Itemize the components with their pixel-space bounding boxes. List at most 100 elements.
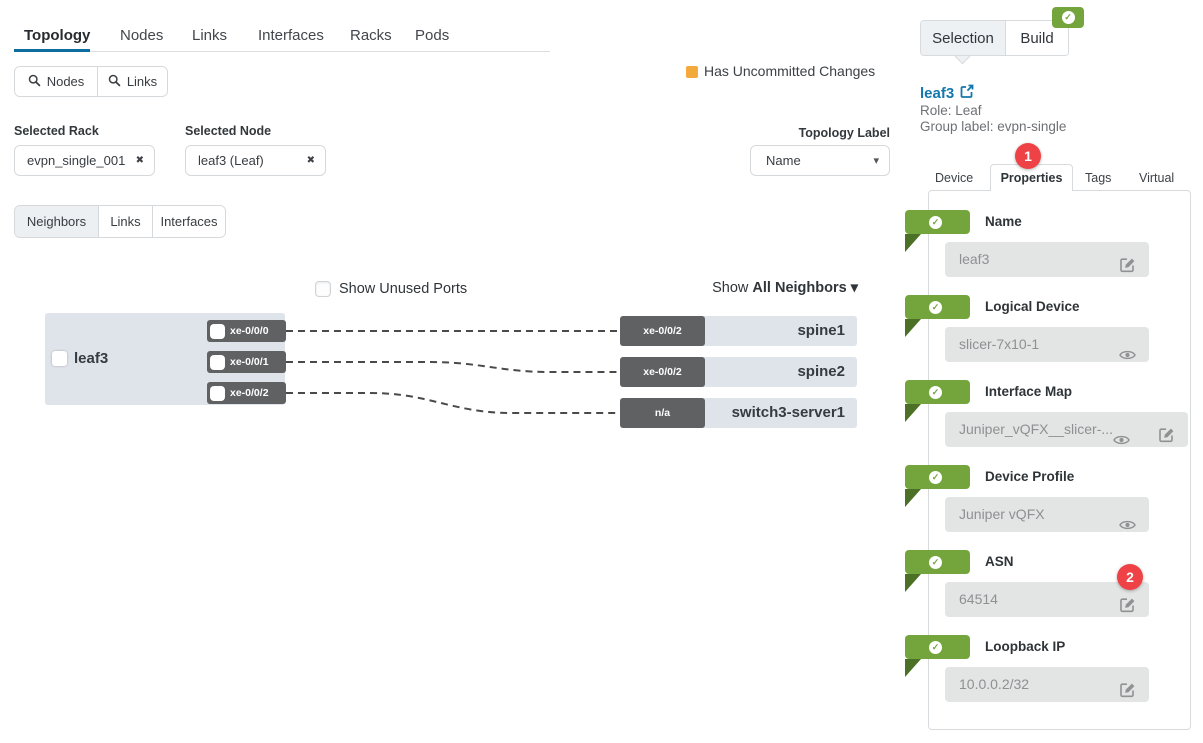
eye-icon[interactable] [1119, 509, 1136, 530]
neighbor-name: spine1 [797, 322, 845, 339]
selected-rack-input[interactable]: evpn_single_001 ✖ [14, 145, 155, 176]
loopback-ip-field[interactable]: 10.0.0.2/32 [945, 667, 1149, 702]
ribbon-fold [905, 659, 921, 677]
port-checkbox[interactable] [210, 385, 225, 401]
port-checkbox[interactable] [210, 323, 225, 339]
properties-panel [928, 190, 1191, 730]
search-links-button[interactable]: Links [97, 67, 167, 96]
asn-field[interactable]: 64514 [945, 582, 1149, 617]
edit-icon[interactable] [1119, 676, 1136, 698]
neighbor-row-spine2[interactable]: xe-0/0/2 spine2 [620, 357, 857, 387]
check-icon: ✓ [929, 215, 942, 229]
tab-topology[interactable]: Topology [24, 27, 91, 44]
node-leaf3-checkbox[interactable] [52, 351, 67, 366]
panel-tab-group: Selection Build [920, 20, 1069, 56]
neighbor-name: switch3-server1 [731, 404, 845, 421]
tab-interfaces[interactable]: Interfaces [258, 27, 324, 44]
eye-icon[interactable] [1113, 424, 1130, 445]
port-xe-0-0-0[interactable]: xe-0/0/0 [207, 320, 286, 342]
topology-label-label: Topology Label [798, 126, 890, 140]
ribbon-fold [905, 404, 921, 422]
neighbor-port-pill: n/a [620, 398, 705, 428]
view-tab-neighbors-label: Neighbors [26, 214, 87, 229]
tab-nodes[interactable]: Nodes [120, 27, 164, 44]
search-icon [108, 74, 121, 90]
tabbar-divider [14, 51, 550, 52]
port-label: xe-0/0/2 [230, 387, 269, 399]
tab-tags[interactable]: Tags [1085, 171, 1112, 185]
name-field[interactable]: leaf3 [945, 242, 1149, 277]
view-tab-neighbors[interactable]: Neighbors [15, 206, 98, 237]
property-label: Device Profile [985, 469, 1075, 484]
neighbor-name: spine2 [797, 363, 845, 380]
uncommitted-changes-swatch [686, 66, 698, 78]
tab-device[interactable]: Device [935, 171, 974, 185]
view-tab-links-label: Links [110, 214, 141, 229]
name-value: leaf3 [959, 251, 990, 267]
port-xe-0-0-1[interactable]: xe-0/0/1 [207, 351, 286, 373]
ribbon-fold [905, 319, 921, 337]
edit-icon[interactable] [1158, 421, 1175, 443]
logical-device-value: slicer-7x10-1 [959, 336, 1040, 352]
search-icon [28, 74, 41, 90]
tab-pods[interactable]: Pods [415, 27, 450, 44]
port-xe-0-0-2[interactable]: xe-0/0/2 [207, 382, 286, 404]
edit-icon[interactable] [1119, 251, 1136, 273]
show-prefix: Show [712, 280, 749, 296]
property-label: Loopback IP [985, 639, 1066, 654]
validation-ribbon: ✓ [905, 465, 970, 489]
tab-racks[interactable]: Racks [350, 27, 392, 44]
tab-selection[interactable]: Selection [921, 21, 1006, 55]
tab-links[interactable]: Links [192, 27, 228, 44]
ribbon-fold [905, 574, 921, 592]
clear-rack-icon[interactable]: ✖ [135, 155, 144, 166]
node-group-label: Group label: evpn-single [920, 119, 1067, 134]
selected-node-input[interactable]: leaf3 (Leaf) ✖ [185, 145, 326, 176]
uncommitted-changes-label: Has Uncommitted Changes [704, 63, 876, 79]
selected-node-value: leaf3 (Leaf) [198, 153, 264, 168]
port-label: xe-0/0/1 [230, 356, 269, 368]
validation-ribbon: ✓ [905, 550, 970, 574]
check-icon: ✓ [1061, 11, 1075, 24]
edit-icon[interactable] [1119, 591, 1136, 613]
search-button-group: Nodes Links [14, 66, 168, 97]
search-links-label: Links [126, 74, 158, 89]
search-nodes-button[interactable]: Nodes [15, 67, 97, 96]
device-profile-field[interactable]: Juniper vQFX [945, 497, 1149, 532]
validation-ribbon: ✓ [905, 635, 970, 659]
selected-rack-value: evpn_single_001 [27, 153, 126, 168]
selected-node-label: Selected Node [185, 124, 272, 138]
chevron-down-icon: ▾ [850, 280, 858, 296]
property-label: Logical Device [985, 299, 1080, 314]
node-leaf3-name: leaf3 [74, 350, 109, 367]
topology-label-select[interactable]: Name ▾ [750, 145, 890, 176]
view-tab-links[interactable]: Links [98, 206, 152, 237]
view-tab-interfaces[interactable]: Interfaces [152, 206, 225, 237]
external-link-icon[interactable] [960, 84, 974, 102]
build-status-badge: ✓ [1052, 7, 1084, 28]
show-neighbors-dropdown[interactable]: Show All Neighbors ▾ [712, 280, 858, 296]
device-profile-value: Juniper vQFX [959, 506, 1045, 522]
port-checkbox[interactable] [210, 354, 225, 370]
asn-value: 64514 [959, 591, 998, 607]
interface-map-field[interactable]: Juniper_vQFX__slicer-... [945, 412, 1188, 447]
check-icon: ✓ [929, 470, 942, 484]
tab-build-label: Build [1020, 29, 1054, 47]
neighbor-row-spine1[interactable]: xe-0/0/2 spine1 [620, 316, 857, 346]
loopback-ip-value: 10.0.0.2/32 [959, 676, 1030, 692]
show-unused-ports-checkbox[interactable] [315, 281, 331, 297]
show-neighbors-value: All Neighbors [752, 280, 847, 296]
ribbon-fold [905, 489, 921, 507]
check-icon: ✓ [929, 555, 942, 569]
eye-icon[interactable] [1119, 339, 1136, 360]
neighbor-port-pill: xe-0/0/2 [620, 357, 705, 387]
check-icon: ✓ [929, 300, 942, 314]
tab-virtual[interactable]: Virtual [1139, 171, 1175, 185]
logical-device-field[interactable]: slicer-7x10-1 [945, 327, 1149, 362]
validation-ribbon: ✓ [905, 210, 970, 234]
neighbor-row-switch3-server1[interactable]: n/a switch3-server1 [620, 398, 857, 428]
validation-ribbon: ✓ [905, 380, 970, 404]
node-title-link[interactable]: leaf3 [920, 84, 955, 102]
clear-node-icon[interactable]: ✖ [306, 155, 315, 166]
